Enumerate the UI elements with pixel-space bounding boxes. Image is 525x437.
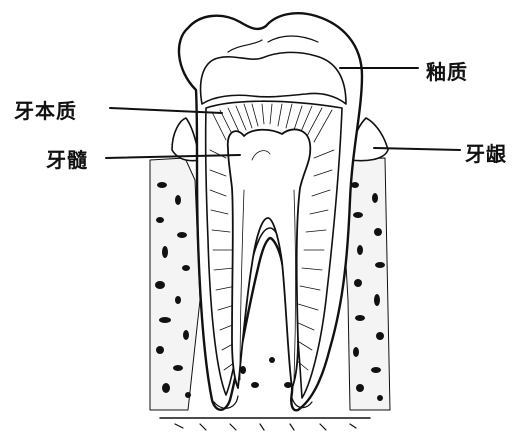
pulp-label: 牙髓 <box>46 144 88 173</box>
dentin-label: 牙本质 <box>14 95 77 124</box>
base-marks <box>175 424 356 430</box>
gum-label: 牙龈 <box>465 138 507 167</box>
enamel-label: 釉质 <box>426 56 468 85</box>
